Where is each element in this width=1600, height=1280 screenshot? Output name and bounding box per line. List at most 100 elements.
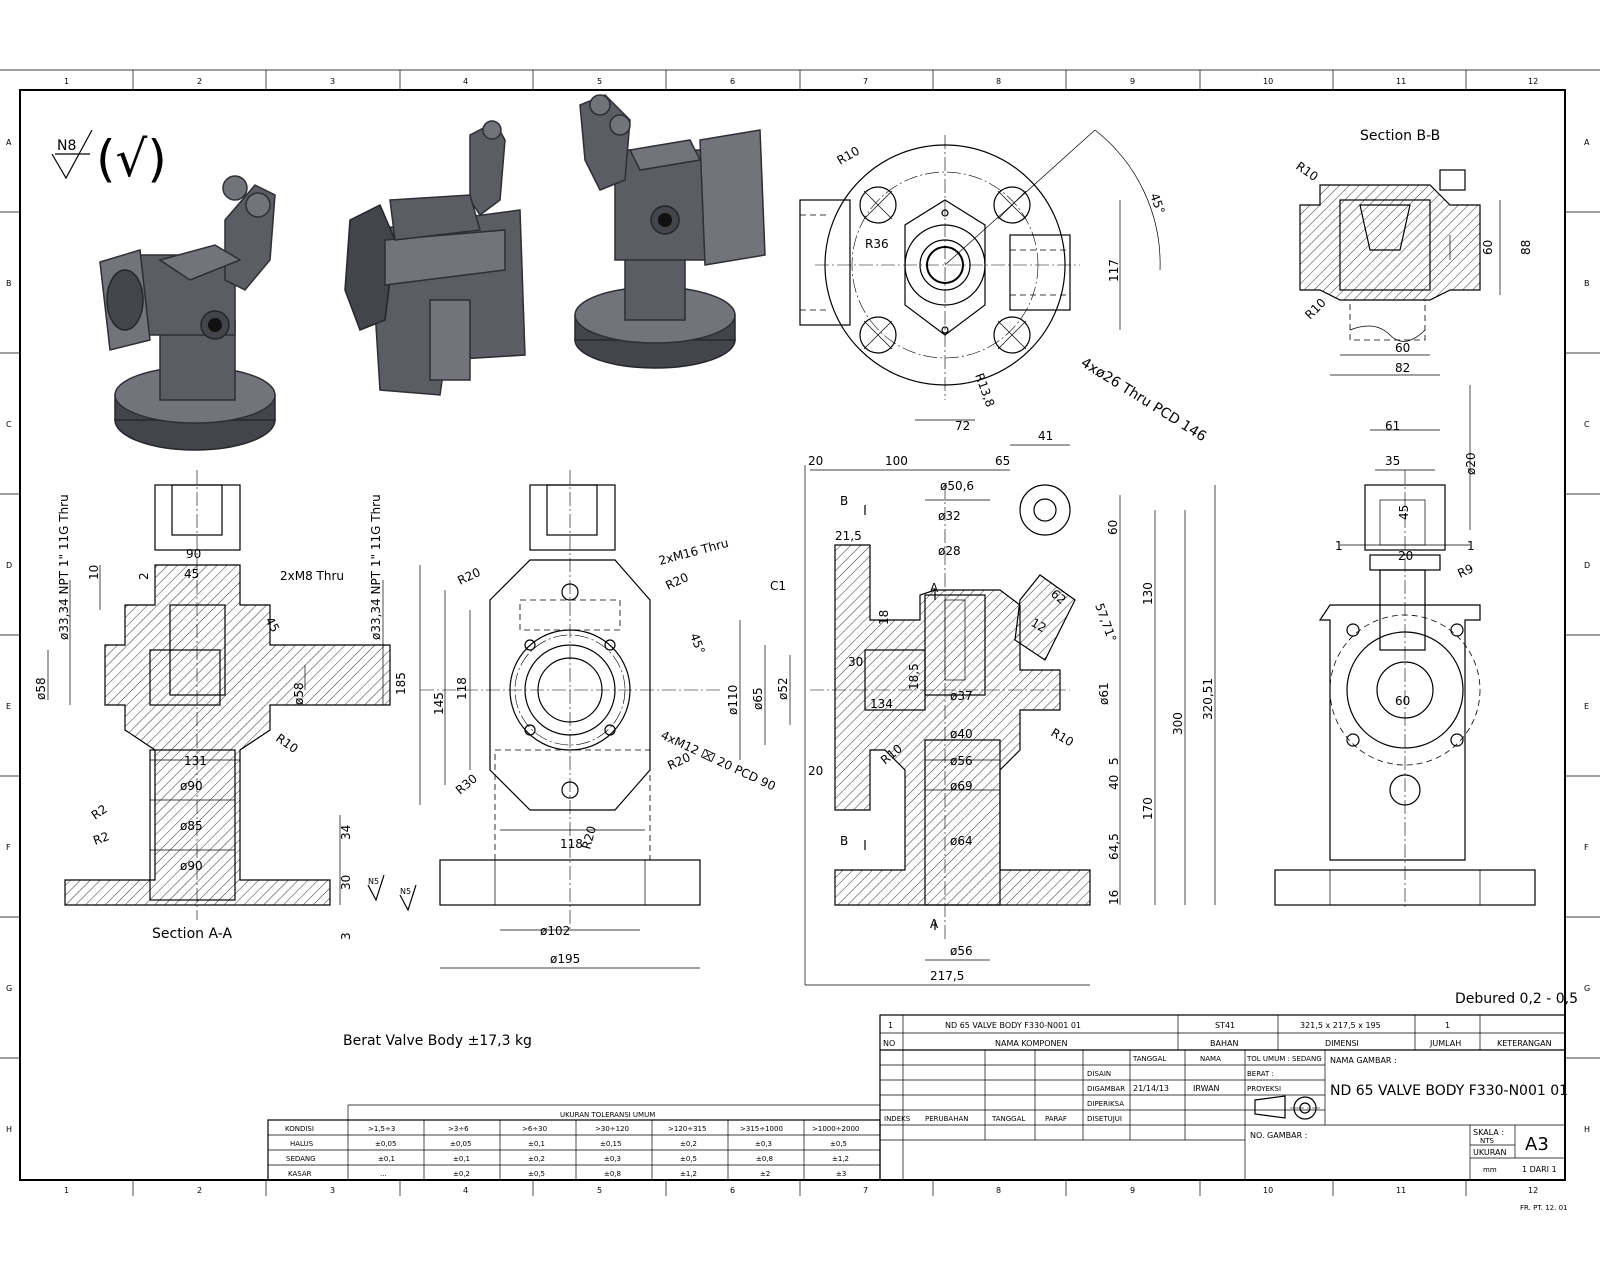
row1-qty: 1	[1445, 1021, 1450, 1030]
tolerance-cell: ±0,3	[755, 1140, 772, 1148]
col-number: 7	[863, 1186, 868, 1195]
tolerance-cell: ±0,3	[604, 1155, 621, 1163]
tolerance-col: >120÷315	[668, 1125, 706, 1133]
revision-col: TANGGAL	[991, 1115, 1025, 1123]
tolerance-cell: ±0,1	[378, 1155, 395, 1163]
dim-label: R36	[865, 237, 889, 251]
dim-label: 30	[339, 875, 353, 890]
dim-label: 2	[137, 572, 151, 580]
dim-label: R9	[1455, 561, 1475, 580]
dim-label: ø37	[950, 689, 973, 703]
row-letter: B	[6, 279, 12, 288]
right-side-view	[1274, 385, 1536, 910]
dim-label: ø40	[950, 727, 973, 741]
col-number: 11	[1396, 1186, 1406, 1195]
tolerance-col: >1,5÷3	[368, 1125, 395, 1133]
row-letter: C	[6, 420, 12, 429]
sign-row: DIGAMBAR	[1087, 1085, 1125, 1093]
dim-label: ø85	[180, 819, 203, 833]
dim-label: 4xø26 Thru PCD 146	[1078, 355, 1209, 445]
dim-label: ø58	[292, 682, 306, 705]
dim-label: 30	[848, 655, 863, 669]
tolerance-cell: ±0,05	[450, 1140, 471, 1148]
col-number: 2	[197, 1186, 202, 1195]
tolerance-cell: ±1,2	[680, 1170, 697, 1178]
dim-label: 82	[1395, 361, 1410, 375]
tolerance-cell: ±0,5	[528, 1170, 545, 1178]
dim-label: ø58	[34, 677, 48, 700]
dim-label: 10	[87, 565, 101, 580]
tolerance-cell: ±0,5	[830, 1140, 847, 1148]
skala-label: SKALA :	[1473, 1128, 1504, 1137]
column-numbers-top: 1 2 3 4 5 6 7 8 9 10 11 12	[64, 77, 1538, 86]
dim-label: 60	[1481, 240, 1495, 255]
dim-label: 2xM16 Thru	[657, 536, 730, 568]
dim-label: 12	[1029, 615, 1049, 635]
tolerance-cell: ±0,2	[680, 1140, 697, 1148]
tolerance-cell: ±0,8	[604, 1170, 621, 1178]
no-gambar-label: NO. GAMBAR :	[1250, 1131, 1307, 1140]
dim-label: 61	[1385, 419, 1400, 433]
isometric-view-2-cutaway	[344, 120, 526, 396]
dim-label: 65	[995, 454, 1010, 468]
digambar-name: IRWAN	[1193, 1084, 1220, 1093]
dim-label: 72	[955, 419, 970, 433]
section-bb-view	[1299, 169, 1501, 376]
dim-label: R20	[455, 565, 482, 588]
dim-label: R10	[273, 731, 300, 756]
surface-finish-symbol: N8 (√)	[51, 129, 167, 188]
dim-label: 64,5	[1107, 833, 1121, 860]
col-number: 8	[996, 1186, 1001, 1195]
revision-col: PERUBAHAN	[925, 1115, 969, 1123]
dim-label: 1	[1467, 539, 1475, 553]
side-section-view	[739, 444, 1216, 986]
surface-n5-label: N5	[400, 887, 411, 896]
dim-label: ø56	[950, 944, 973, 958]
dim-label: R20	[663, 570, 690, 593]
weight-note: Berat Valve Body ±17,3 kg	[343, 1033, 532, 1049]
revision-col: INDEKS	[884, 1115, 911, 1123]
col-number: 6	[730, 1186, 735, 1195]
col-number: 5	[597, 77, 602, 86]
dim-label: 20	[1398, 549, 1413, 563]
tolerance-col: >30÷120	[595, 1125, 629, 1133]
dim-label: R10	[1302, 296, 1329, 323]
dim-label: ø90	[180, 859, 203, 873]
tolerance-cell: ±1,2	[832, 1155, 849, 1163]
section-cut-label: A	[930, 917, 939, 931]
dim-label: ø56	[950, 754, 973, 768]
row1-name: ND 65 VALVE BODY F330-N001 01	[945, 1021, 1081, 1030]
right-side-dimensions: 61 ø20 35 45 1 20 1 R9 60	[1335, 419, 1478, 708]
dim-label: ø28	[938, 544, 961, 558]
dim-label: 60	[1106, 520, 1120, 535]
dim-label: ø195	[550, 952, 580, 966]
row-letter: B	[1584, 279, 1590, 288]
berat-label: BERAT :	[1247, 1070, 1274, 1078]
tolerance-cell: ±0,5	[680, 1155, 697, 1163]
dim-label: 45°	[1147, 191, 1167, 216]
col-number: 8	[996, 77, 1001, 86]
dim-label: 16	[1107, 890, 1121, 905]
tolerance-table-text: UKURAN TOLERANSI UMUM KONDISI >1,5÷3 >3÷…	[285, 1111, 859, 1178]
ukuran-label: UKURAN	[1473, 1148, 1506, 1157]
row-letter: E	[6, 702, 11, 711]
tolerance-col: >6÷30	[522, 1125, 547, 1133]
header-tanggal: TANGGAL	[1132, 1055, 1166, 1063]
col-number: 4	[463, 77, 468, 86]
dim-label: 118	[560, 837, 583, 851]
header-dimension: DIMENSI	[1325, 1039, 1359, 1048]
dim-label: 130	[1141, 582, 1155, 605]
section-cut-label: B	[840, 834, 848, 848]
dim-label: ø33,34 NPT 1" 11G Thru	[57, 494, 71, 640]
col-number: 9	[1130, 77, 1135, 86]
row1-dimension: 321,5 x 217,5 x 195	[1300, 1021, 1381, 1030]
dim-label: 35	[1385, 454, 1400, 468]
header-material: BAHAN	[1210, 1039, 1238, 1048]
row-letter: E	[1584, 702, 1589, 711]
tolerance-col: >1000÷2000	[812, 1125, 859, 1133]
dim-label: 118	[455, 677, 469, 700]
header-name: NAMA KOMPONEN	[995, 1039, 1068, 1048]
dim-label: 5	[1107, 757, 1121, 765]
isometric-view-1	[99, 175, 276, 451]
isometric-view-3	[574, 94, 766, 369]
